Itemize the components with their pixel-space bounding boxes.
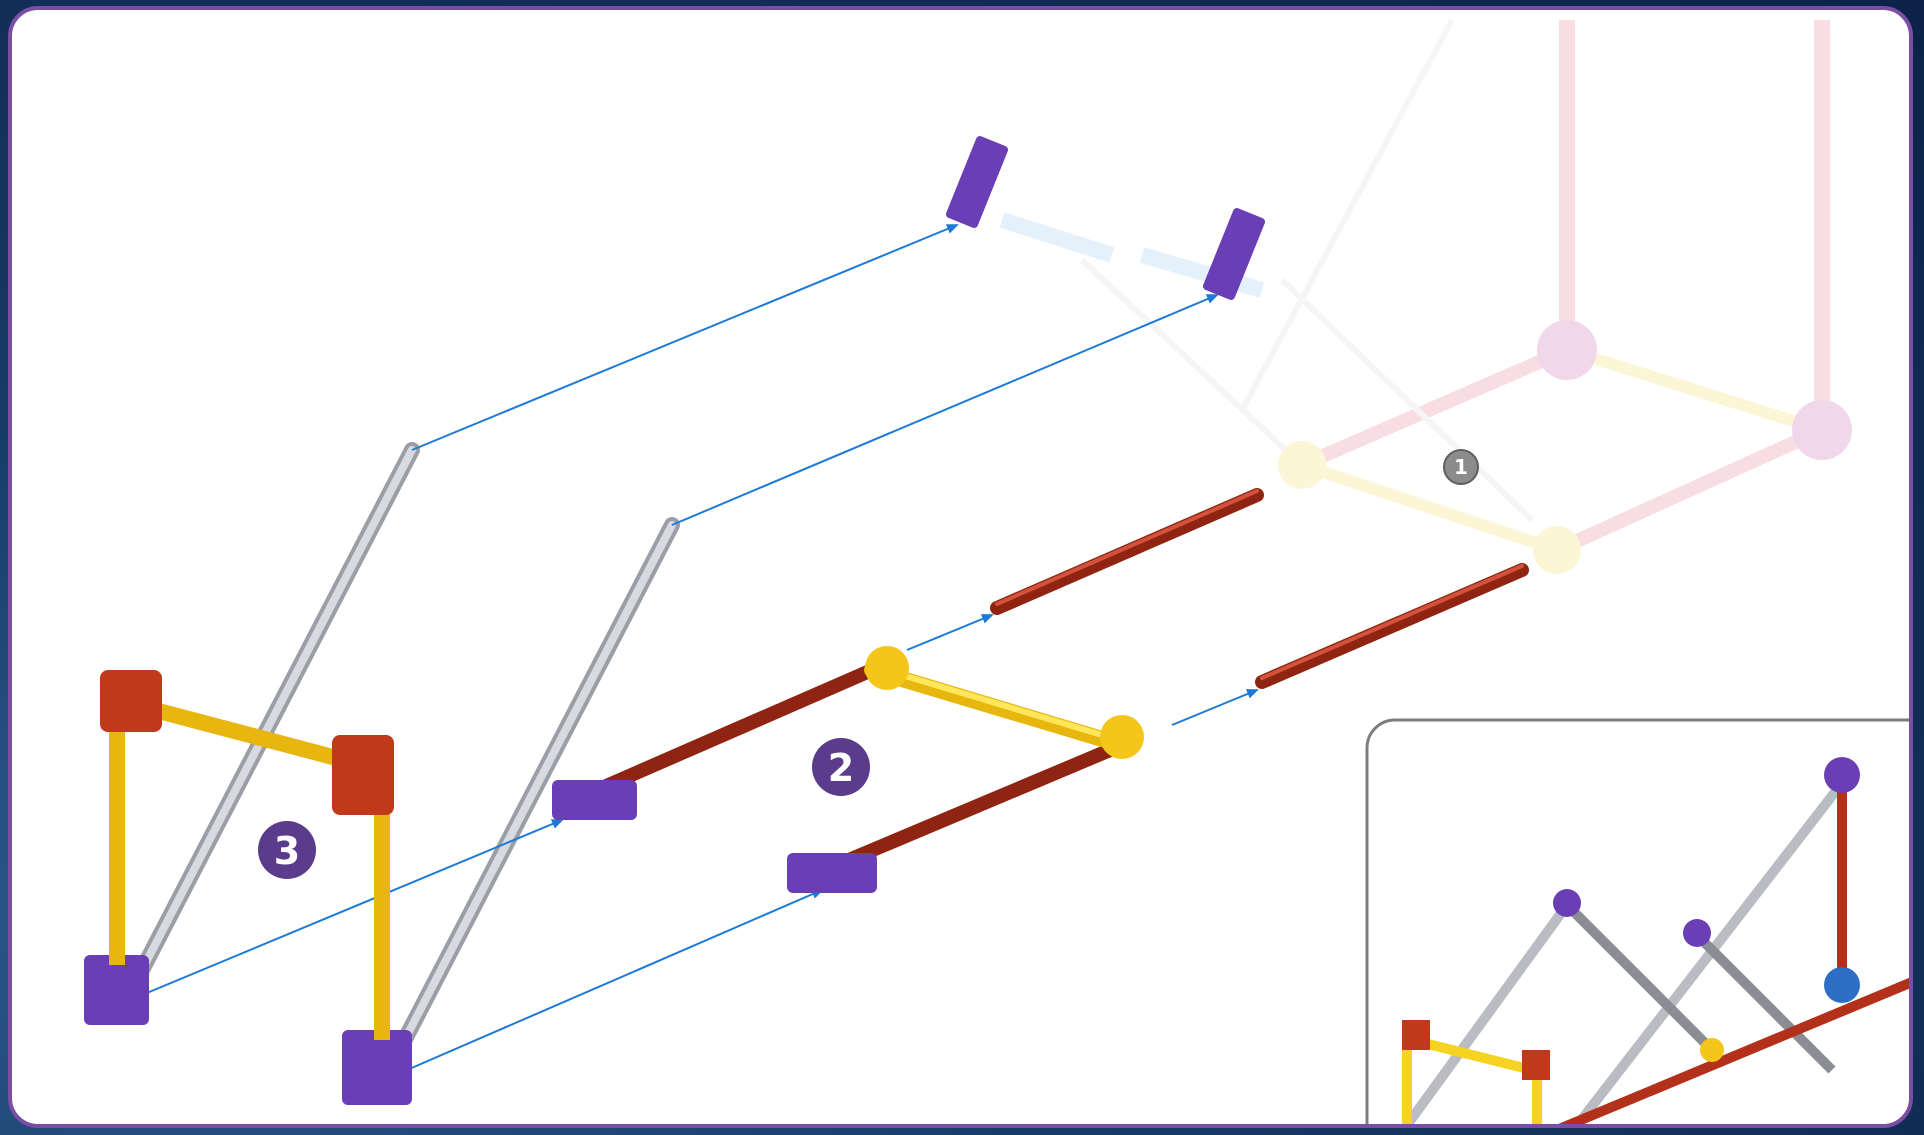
purple-connector xyxy=(552,780,637,820)
purple-connector xyxy=(1553,889,1581,917)
direction-arrow xyxy=(671,294,1219,526)
instruction-panel: 1 2 3 xyxy=(8,6,1913,1128)
ghost-rod xyxy=(1299,343,1570,472)
direction-arrow xyxy=(1171,689,1259,726)
gray-rod xyxy=(1563,901,1716,1054)
purple-connector xyxy=(945,136,1009,228)
direction-arrows xyxy=(141,224,1259,1071)
direction-arrow xyxy=(406,889,824,1071)
ghost-structure xyxy=(999,18,1852,574)
assembly-diagram: 1 2 3 xyxy=(84,18,1909,1124)
gray-rod xyxy=(1401,902,1572,1124)
red-corner-connector xyxy=(332,735,394,815)
inset-detail xyxy=(1365,718,1909,1124)
red-rod xyxy=(990,488,1264,615)
ghost-rod xyxy=(1279,277,1535,523)
yellow-rod-highlight xyxy=(871,663,1123,744)
gray-rod xyxy=(1693,931,1836,1074)
ghost-rod xyxy=(1300,459,1559,556)
purple-connector xyxy=(787,853,877,893)
step-number-badge xyxy=(1443,449,1479,485)
ghost-connector xyxy=(1537,320,1597,380)
step-number-badge xyxy=(812,738,870,796)
ghost-rod xyxy=(1554,423,1825,557)
step-number: 1 xyxy=(1454,455,1468,479)
ghost-rod xyxy=(1079,257,1305,468)
direction-arrow xyxy=(141,819,564,996)
step-badge-1: 1 xyxy=(1443,449,1479,485)
red-rod xyxy=(830,738,1129,872)
yellow-bridge xyxy=(864,646,1144,759)
red-rod xyxy=(1558,977,1909,1124)
red-rod-highlight xyxy=(1260,564,1524,680)
step-number: 2 xyxy=(828,746,854,790)
gray-rod-highlight xyxy=(398,521,676,1049)
red-corner-connector xyxy=(1402,1020,1430,1050)
red-rods xyxy=(590,488,1529,872)
step-badge-2: 2 xyxy=(812,738,870,796)
ghost-connector xyxy=(1533,526,1581,574)
ghost-rod xyxy=(999,212,1115,263)
ghost-rod xyxy=(1239,18,1455,412)
purple-connectors xyxy=(84,136,1266,1105)
gray-rods xyxy=(134,442,680,1053)
ghost-connector xyxy=(1278,441,1326,489)
red-rod xyxy=(1255,563,1529,689)
ghost-connector xyxy=(1792,400,1852,460)
step-number: 3 xyxy=(274,829,300,873)
yellow-rod xyxy=(864,662,1130,753)
yellow-connector xyxy=(1700,1038,1724,1062)
red-corner-connector xyxy=(100,670,162,732)
direction-arrow xyxy=(906,614,994,651)
yellow-connector xyxy=(1100,715,1144,759)
yellow-connector xyxy=(865,646,909,690)
red-rod-highlight xyxy=(995,489,1259,606)
inset-frame xyxy=(1365,718,1909,1124)
purple-connector xyxy=(1824,757,1860,793)
red-rod xyxy=(590,663,879,797)
yellow-rod xyxy=(1410,1035,1534,1075)
purple-connector xyxy=(342,1030,412,1105)
purple-connector xyxy=(84,955,149,1025)
blue-connector xyxy=(1824,967,1860,1003)
purple-connector xyxy=(1202,208,1266,300)
ghost-rod xyxy=(1565,344,1824,436)
ghost-rod xyxy=(1139,247,1265,298)
red-corner-connector xyxy=(1522,1050,1550,1080)
purple-connector xyxy=(1683,919,1711,947)
step-badge-3: 3 xyxy=(258,821,316,879)
direction-arrow xyxy=(411,224,959,451)
step-number-badge xyxy=(258,821,316,879)
yellow-frame xyxy=(100,670,394,1040)
gray-rod-highlight xyxy=(138,446,416,974)
